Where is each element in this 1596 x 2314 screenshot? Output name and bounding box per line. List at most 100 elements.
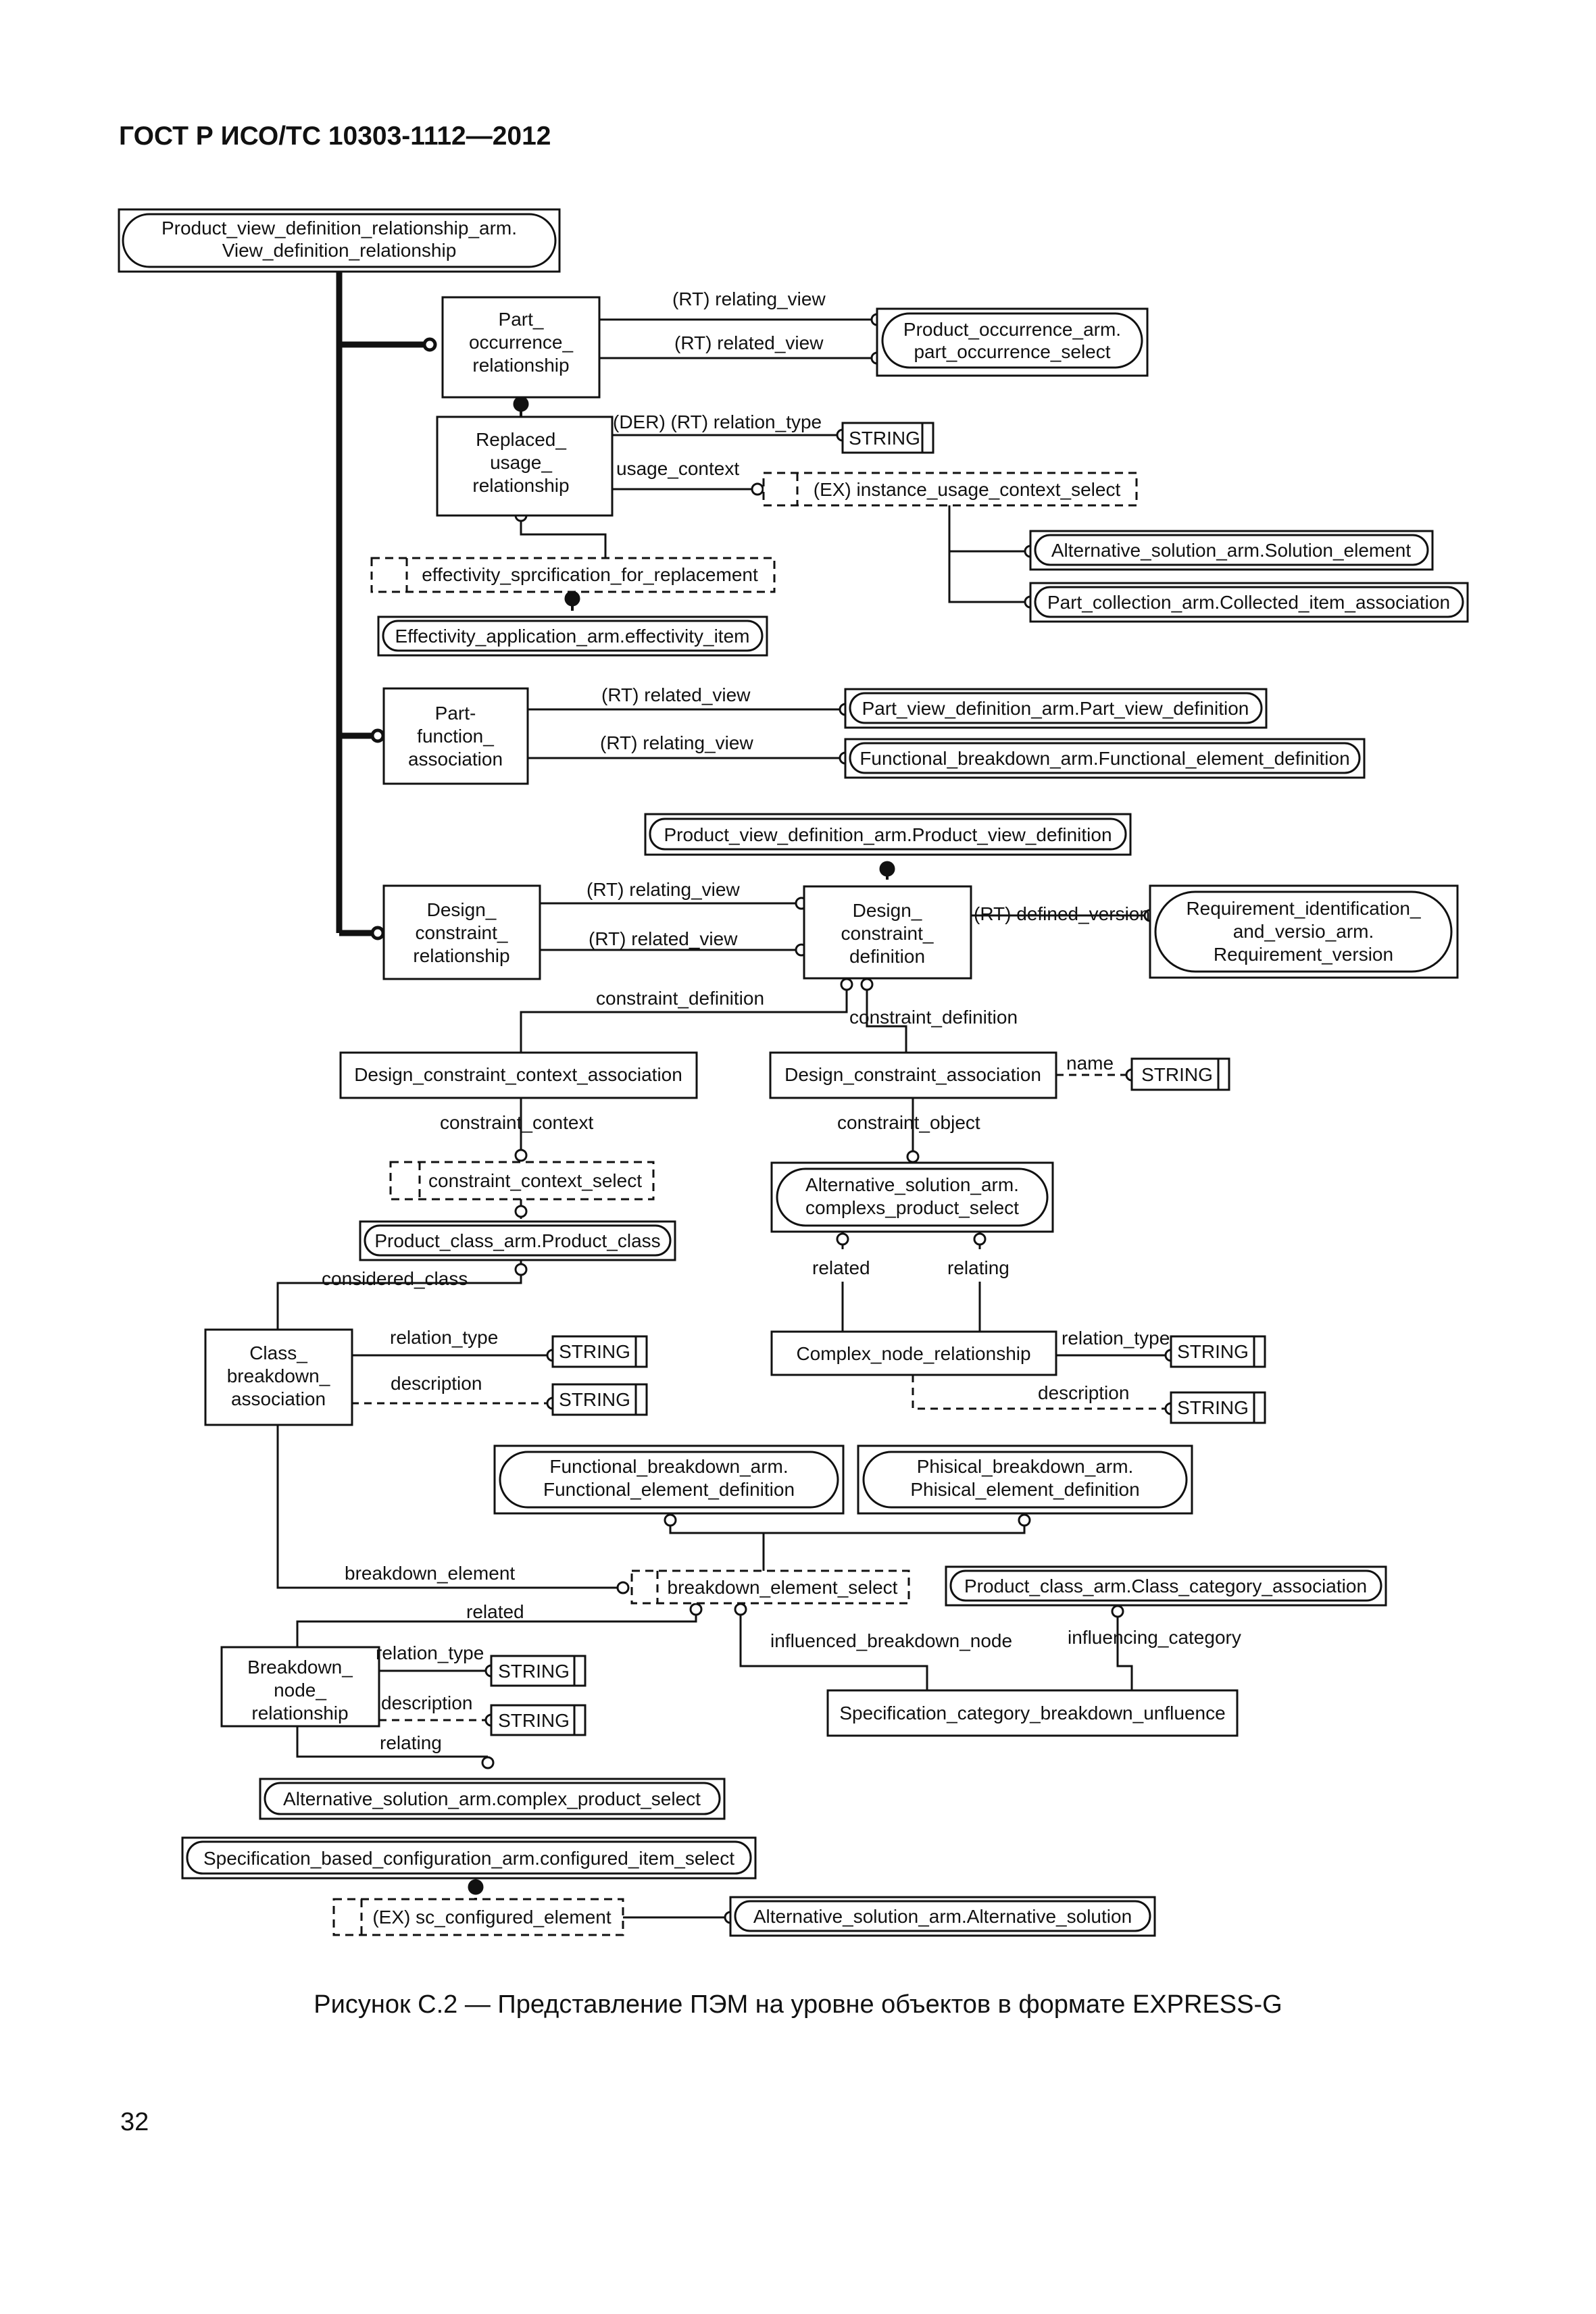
entity-dc-association xyxy=(769,1051,1057,1099)
entity-label: Design_ xyxy=(853,900,922,921)
entity-label: Specification_category_breakdown_unfluen… xyxy=(839,1703,1225,1724)
entity-label: Replaced_ xyxy=(476,429,566,450)
entity-label: Part_collection_arm.Collected_item_assoc… xyxy=(1047,592,1450,613)
entity-design-constraint-relationship xyxy=(382,884,541,980)
relation-label: constraint_definition xyxy=(596,988,764,1009)
entity-label: part_occurrence_select xyxy=(914,341,1110,362)
entity-alt-solution-element xyxy=(1029,530,1434,571)
entity-label: constraint_ xyxy=(841,923,934,944)
relation-label: relating xyxy=(947,1257,1009,1278)
relation-label: (RT) related_view xyxy=(601,684,751,705)
relation-label: constraint_definition xyxy=(849,1007,1018,1028)
entity-label: Specification_based_configuration_arm.co… xyxy=(203,1848,734,1869)
entity-label: Alternative_solution_arm.Solution_elemen… xyxy=(1051,540,1412,561)
entity-replaced-usage-relationship xyxy=(436,416,614,517)
relation-label: related xyxy=(466,1601,524,1622)
string-box-5 xyxy=(1170,1335,1266,1368)
entity-complex-product-select-bottom xyxy=(259,1778,726,1820)
select-label: constraint_context_select xyxy=(428,1170,642,1191)
string-label: STRING xyxy=(1177,1397,1249,1418)
relation-label: constraint_object xyxy=(837,1112,980,1133)
entity-label: relationship xyxy=(472,475,569,496)
string-label: STRING xyxy=(559,1341,630,1362)
entity-functional-element-definition-top xyxy=(844,738,1366,779)
page-number: 32 xyxy=(120,2108,149,2136)
entity-label: Product_view_definition_arm.Product_view… xyxy=(664,824,1112,845)
string-box-2 xyxy=(1130,1057,1230,1091)
select-effectivity-specification xyxy=(370,557,776,593)
entity-label: Functional_breakdown_arm.Functional_elem… xyxy=(859,748,1349,769)
relation-label: description xyxy=(381,1692,472,1713)
string-box-1 xyxy=(841,422,934,454)
select-label: breakdown_element_select xyxy=(668,1577,898,1598)
select-label: effectivity_sprcification_for_replacemen… xyxy=(422,564,758,585)
entity-label: occurrence_ xyxy=(469,332,574,353)
entity-label: constraint_ xyxy=(416,922,508,943)
select-breakdown-element xyxy=(630,1569,910,1605)
select-sc-configured-element xyxy=(332,1898,624,1936)
string-box-8 xyxy=(490,1704,587,1736)
entity-label: Phisical_element_definition xyxy=(910,1479,1139,1500)
entity-functional-breakdown-box xyxy=(493,1444,845,1515)
entity-label: Design_constraint_association xyxy=(784,1064,1041,1085)
relation-label: usage_context xyxy=(616,458,739,479)
entity-label: Design_ xyxy=(427,899,497,920)
entity-complex-product-select-top xyxy=(770,1161,1054,1233)
entity-label: Class_ xyxy=(249,1342,307,1363)
string-label: STRING xyxy=(559,1389,630,1410)
entity-label: function_ xyxy=(417,726,494,747)
relation-label: (DER) (RT) relation_type xyxy=(613,411,822,432)
relation-label: description xyxy=(391,1373,482,1394)
relation-label: constraint_context xyxy=(440,1112,593,1133)
entity-label: Part_ xyxy=(499,309,544,330)
entity-product-view-definition xyxy=(644,813,1132,856)
entity-label: Functional_breakdown_arm. xyxy=(549,1456,788,1477)
select-label: (EX) instance_usage_context_select xyxy=(814,479,1121,500)
entity-label: node_ xyxy=(274,1680,326,1701)
entity-product-class xyxy=(359,1220,676,1261)
entity-label: and_versio_arm. xyxy=(1233,921,1374,942)
entity-label: Product_class_arm.Class_category_associa… xyxy=(964,1576,1367,1596)
select-label: (EX) sc_configured_element xyxy=(372,1907,612,1928)
relation-label: relation_type xyxy=(376,1642,484,1663)
relation-label: related xyxy=(812,1257,870,1278)
entity-label: Breakdown_ xyxy=(247,1657,353,1678)
string-label: STRING xyxy=(1141,1064,1213,1085)
relation-label: relation_type xyxy=(1062,1328,1170,1349)
entity-label: Product_occurrence_arm. xyxy=(903,319,1121,340)
relation-label: considered_class xyxy=(322,1268,468,1289)
entity-design-constraint-definition xyxy=(803,885,972,980)
entity-label: Part- xyxy=(435,703,476,724)
entity-pvdr-rel xyxy=(118,208,561,273)
string-box-7 xyxy=(490,1655,587,1687)
entity-spec-based-config xyxy=(181,1836,757,1880)
relation-label: breakdown_element xyxy=(345,1563,515,1584)
select-instance-usage-context xyxy=(762,472,1138,507)
entity-label: Alternative_solution_arm.complex_product… xyxy=(283,1788,701,1809)
entity-alternative-solution xyxy=(729,1896,1156,1937)
entity-label: usage_ xyxy=(490,452,552,473)
entity-class-breakdown-association xyxy=(204,1328,353,1426)
entity-breakdown-node-relationship xyxy=(220,1646,380,1728)
string-label: STRING xyxy=(498,1661,570,1682)
entity-label: relationship xyxy=(472,355,569,376)
relation-label: (RT) defined_version xyxy=(974,903,1150,924)
entity-label: Requirement_version xyxy=(1214,944,1393,965)
relation-label: (RT) relating_view xyxy=(600,732,753,753)
entity-part-view-definition xyxy=(844,688,1268,729)
entity-part-occurrence-select xyxy=(876,307,1149,377)
string-label: STRING xyxy=(849,428,920,449)
entity-spec-category-breakdown xyxy=(826,1689,1239,1737)
relation-label: (RT) related_view xyxy=(589,928,738,949)
relation-label: relation_type xyxy=(390,1327,498,1348)
entity-label: association xyxy=(408,749,503,770)
relation-label: relating xyxy=(380,1732,442,1753)
relation-label: (RT) related_view xyxy=(674,332,824,353)
relation-label: influencing_category xyxy=(1068,1627,1241,1648)
relation-label: (RT) relating_view xyxy=(587,879,740,900)
entity-label: complexs_product_select xyxy=(805,1197,1019,1218)
figure-caption: Рисунок С.2 — Представление ПЭМ на уровн… xyxy=(314,1990,1282,2019)
entity-complex-node-relationship xyxy=(770,1330,1057,1376)
entity-label: Design_constraint_context_association xyxy=(354,1064,682,1085)
